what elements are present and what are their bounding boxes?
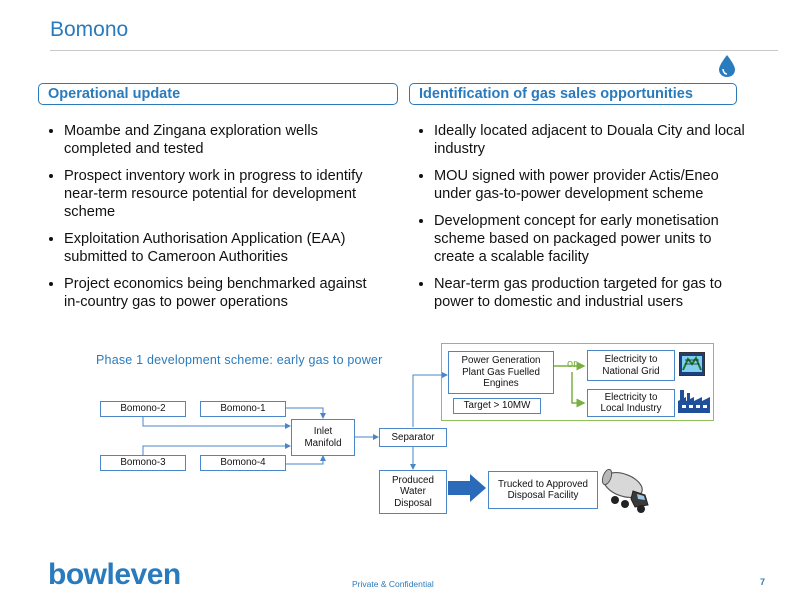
page-title: Bomono [50, 18, 129, 41]
well-bomono-1: Bomono-1 [200, 401, 286, 417]
power-generation-box: Power Generation Plant Gas Fuelled Engin… [448, 351, 554, 394]
list-item: Moambe and Zingana exploration wells com… [64, 122, 382, 158]
well-bomono-4: Bomono-4 [200, 455, 286, 471]
produced-water-box: Produced Water Disposal [379, 470, 447, 514]
water-drop-icon [719, 55, 735, 77]
well-bomono-2: Bomono-2 [100, 401, 186, 417]
tanker-truck-icon [601, 468, 649, 513]
bowleven-logo: bowleven [48, 558, 181, 591]
diagram-title: Phase 1 development scheme: early gas to… [96, 353, 383, 367]
list-item: Ideally located adjacent to Douala City … [434, 122, 752, 158]
list-item: Development concept for early monetisati… [434, 212, 752, 266]
well-bomono-3: Bomono-3 [100, 455, 186, 471]
national-grid-box: Electricity to National Grid [587, 350, 675, 381]
list-item: Near-term gas production targeted for ga… [434, 275, 752, 311]
trucked-disposal-box: Trucked to Approved Disposal Facility [488, 471, 598, 509]
local-industry-box: Electricity to Local Industry [587, 389, 675, 417]
separator-box: Separator [379, 428, 447, 447]
gas-sales-list: Ideally located adjacent to Douala City … [412, 122, 752, 320]
operational-update-header: Operational update [38, 83, 398, 105]
page-number: 7 [760, 577, 766, 587]
list-item: Project economics being benchmarked agai… [64, 275, 382, 311]
list-item: Prospect inventory work in progress to i… [64, 167, 382, 221]
operational-update-list: Moambe and Zingana exploration wells com… [42, 122, 382, 320]
or-label: or [567, 358, 577, 370]
title-divider [50, 50, 778, 51]
power-grid-icon [679, 352, 705, 376]
factory-icon [678, 390, 710, 413]
gas-sales-header: Identification of gas sales opportunitie… [409, 83, 737, 105]
confidential-label: Private & Confidential [352, 579, 434, 589]
list-item: Exploitation Authorisation Application (… [64, 230, 382, 266]
inlet-manifold-box: Inlet Manifold [291, 419, 355, 456]
list-item: MOU signed with power provider Actis/Ene… [434, 167, 752, 203]
target-box: Target > 10MW [453, 398, 541, 414]
